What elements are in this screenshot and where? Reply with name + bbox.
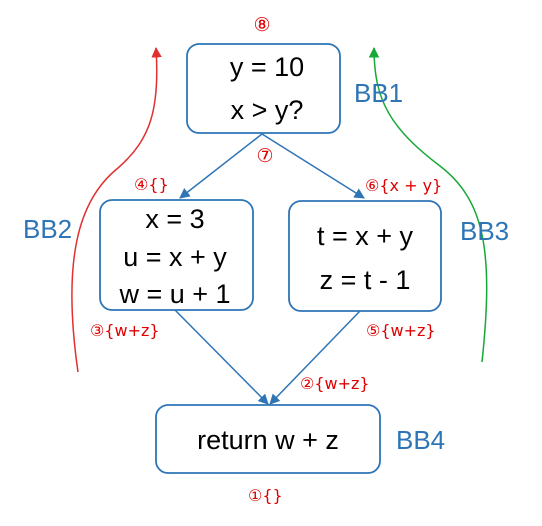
bb3-line-1: t = x + y [317, 221, 414, 251]
bb3-line-2: z = t - 1 [320, 265, 411, 295]
annotation-5: ⑤{w+z} [366, 321, 436, 340]
annotation-2: ②{w+z} [300, 374, 370, 393]
bb4-line-1: return w + z [197, 425, 339, 455]
bb2-backward-curve [71, 46, 162, 373]
annotation-1: ①{} [248, 486, 283, 505]
bb1-line-1: y = 10 [230, 52, 304, 82]
bb2-line-1: x = 3 [145, 204, 204, 234]
bb4-label: BB4 [396, 425, 445, 455]
bb4-box [155, 404, 381, 474]
annotation-3: ③{w+z} [90, 321, 160, 340]
bb2-line-3: w = u + 1 [118, 279, 230, 309]
edge-bb2-bb4 [174, 309, 269, 405]
bb3-backward-curve [368, 46, 488, 363]
bb2-label: BB2 [23, 214, 72, 244]
bb1-line-2: x > y? [231, 95, 304, 125]
edge-bb3-bb4 [269, 310, 361, 405]
annotation-6: ⑥{x + y} [365, 176, 442, 195]
annotation-7: ⑦ [256, 145, 273, 167]
edge-bb1-bb3 [261, 133, 365, 199]
bb2-box [99, 199, 254, 311]
bb1-label: BB1 [354, 78, 403, 108]
edge-bb1-bb2 [179, 133, 263, 199]
bb1-box [186, 43, 341, 134]
bb2-line-2: u = x + y [123, 242, 227, 272]
bb3-label: BB3 [460, 216, 509, 246]
bb3-box [288, 200, 442, 312]
annotation-8: ⑧ [253, 14, 270, 36]
annotation-4: ④{} [134, 175, 169, 194]
